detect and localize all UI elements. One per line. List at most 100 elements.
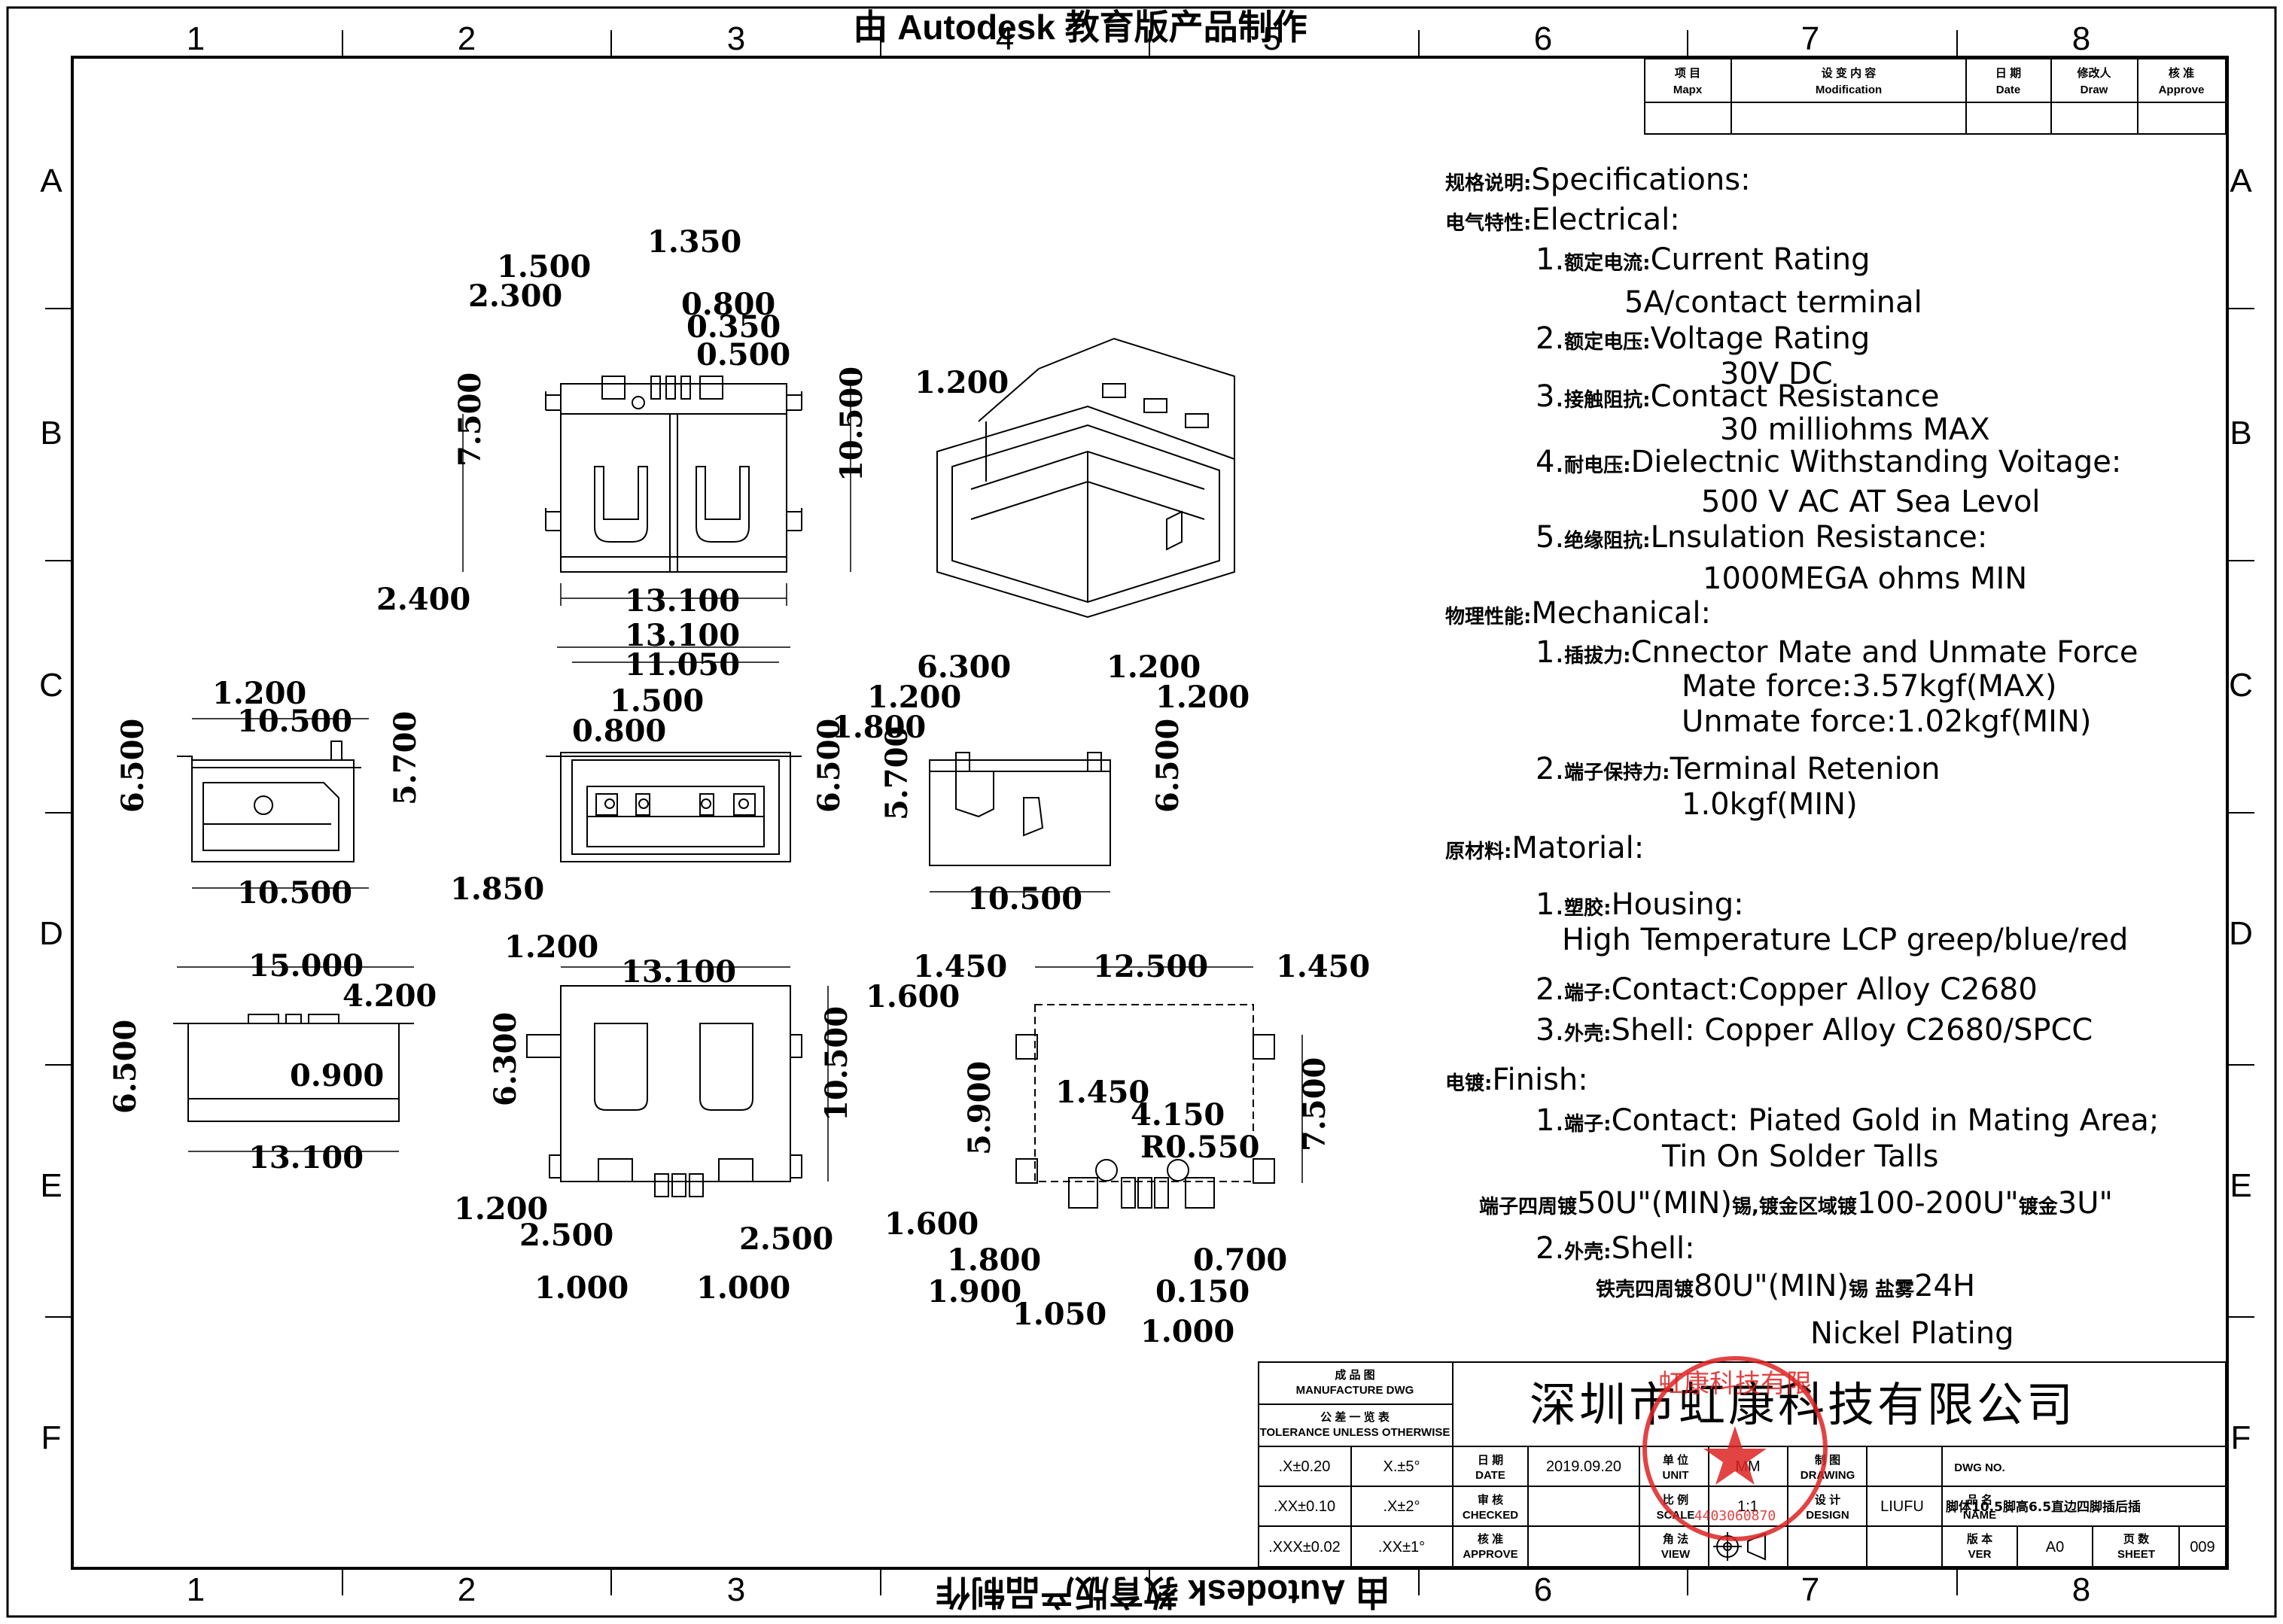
grid-labels: 1 2 3 4 5 6 7 8 1 2 3 6 7 8 A B C D E F … (39, 20, 2253, 1608)
grid-col-1-bottom: 1 (187, 1571, 205, 1608)
grid-col-2: 2 (458, 20, 476, 57)
svg-text:1.450: 1.450 (1055, 1075, 1149, 1110)
svg-text:电气特性:Electrical:: 电气特性:Electrical: (1445, 202, 1680, 237)
svg-text:品 名: 品 名 (1967, 1493, 1992, 1507)
grid-row-a: A (40, 163, 62, 199)
right-side-view (929, 752, 1111, 866)
svg-text:10.500: 10.500 (237, 875, 352, 911)
svg-text:13.100: 13.100 (248, 1140, 364, 1175)
grid-col-5: 5 (1263, 20, 1281, 57)
svg-text:TOLERANCE UNLESS OTHERWISE: TOLERANCE UNLESS OTHERWISE (1260, 1426, 1450, 1439)
svg-text:1.350: 1.350 (647, 224, 741, 260)
svg-text:1.200: 1.200 (504, 929, 598, 965)
grid-row-d: D (39, 915, 63, 952)
svg-text:物理性能:Mechanical:: 物理性能:Mechanical: (1445, 596, 1711, 631)
grid-col-6: 6 (1534, 20, 1552, 57)
svg-text:2.额定电压:Voltage Rating: 2.额定电压:Voltage Rating (1536, 321, 1870, 356)
svg-text:0.800: 0.800 (572, 713, 666, 749)
svg-text:NAME: NAME (1963, 1509, 1996, 1522)
pcb-footprint-view (1015, 1004, 1275, 1209)
svg-text:Tin On Solder Talls: Tin On Solder Talls (1661, 1139, 1938, 1174)
svg-text:VER: VER (1968, 1548, 1992, 1561)
svg-text:1.050: 1.050 (1012, 1297, 1106, 1332)
svg-text:6.300: 6.300 (488, 1012, 523, 1106)
grid-col-4: 4 (996, 20, 1014, 57)
grid-col-1: 1 (187, 20, 205, 57)
front-view (546, 752, 802, 862)
svg-text:1.450: 1.450 (1276, 949, 1370, 984)
svg-text:Unmate force:1.02kgf(MIN): Unmate force:1.02kgf(MIN) (1682, 704, 2091, 739)
rev-head-date-cn: 日 期 (1995, 66, 2021, 80)
svg-text:.XX±0.10: .XX±0.10 (1274, 1498, 1335, 1515)
svg-text:10.500: 10.500 (834, 366, 869, 482)
svg-text:版 本: 版 本 (1967, 1532, 1992, 1546)
grid-row-b: B (40, 415, 62, 452)
svg-text:5.900: 5.900 (962, 1061, 997, 1155)
grid-col-3: 3 (727, 20, 745, 57)
watermark-bottom: 由 Autodesk 教育版产品制作 (936, 1573, 1390, 1612)
svg-text:1000MEGA ohms MIN: 1000MEGA ohms MIN (1703, 561, 2027, 596)
grid-row-c-right: C (2229, 667, 2253, 704)
svg-text:1.000: 1.000 (696, 1270, 790, 1306)
grid-row-e-right: E (2230, 1167, 2251, 1204)
svg-text:6.500: 6.500 (108, 1020, 143, 1114)
rev-head-draw-en: Draw (2081, 84, 2108, 96)
svg-text:0.500: 0.500 (696, 337, 790, 373)
svg-text:13.100: 13.100 (625, 618, 740, 653)
svg-text:DATE: DATE (1475, 1469, 1505, 1482)
svg-text:成 品 图: 成 品 图 (1335, 1368, 1374, 1382)
svg-text:3.外壳:Shell: Copper Alloy C2680: 3.外壳:Shell: Copper Alloy C2680/SPCC (1536, 1013, 2093, 1048)
svg-text:LIUFU: LIUFU (1880, 1498, 1924, 1515)
svg-text:30V DC: 30V DC (1720, 357, 1833, 391)
rev-head-item-cn: 项 目 (1675, 67, 1700, 80)
rev-head-date-en: Date (1996, 84, 2021, 96)
svg-text:1.200: 1.200 (1155, 680, 1250, 715)
svg-text:6.500: 6.500 (811, 719, 847, 813)
company-seal-icon: 虹康科技有限 4403060870 (1642, 1356, 1828, 1541)
svg-text:Nickel Plating: Nickel Plating (1810, 1316, 2014, 1351)
svg-text:High Temperature LCP greep/blu: High Temperature LCP greep/blue/red (1562, 923, 2128, 957)
svg-text:0.800: 0.800 (681, 287, 775, 322)
svg-text:DWG NO.: DWG NO. (1954, 1461, 2005, 1474)
svg-text:7.500: 7.500 (1297, 1057, 1332, 1151)
svg-text:1.800: 1.800 (832, 710, 926, 745)
svg-text:1:1: 1:1 (1737, 1498, 1758, 1515)
drawing-frame (6, 6, 2277, 1618)
grid-row-e: E (40, 1167, 62, 1204)
svg-text:4403060870: 4403060870 (1694, 1508, 1776, 1524)
svg-text:5A/contact terminal: 5A/contact terminal (1624, 285, 1922, 320)
svg-text:A0: A0 (2046, 1539, 2064, 1556)
svg-text:10.500: 10.500 (237, 704, 352, 739)
technical-drawings (173, 337, 1303, 1209)
dimension-labels: 1.350 1.500 2.300 0.800 0.350 0.500 1.20… (108, 224, 1370, 1349)
grid-col-8: 8 (2072, 20, 2090, 57)
svg-text:13.100: 13.100 (621, 954, 736, 990)
rev-head-approve-en: Approve (2159, 84, 2205, 96)
svg-text:6.300: 6.300 (917, 649, 1011, 685)
svg-text:UNIT: UNIT (1663, 1469, 1689, 1482)
svg-text:5.700: 5.700 (879, 726, 915, 820)
svg-text:4.耐电压:Dielectnic Withstanding: 4.耐电压:Dielectnic Withstanding Voitage: (1536, 445, 2121, 479)
svg-text:1.450: 1.450 (913, 949, 1007, 984)
svg-text:5.700: 5.700 (388, 711, 423, 805)
svg-text:SHEET: SHEET (2117, 1548, 2155, 1561)
svg-text:核 准: 核 准 (1478, 1532, 1503, 1546)
grid-row-f: F (41, 1419, 62, 1456)
svg-text:APPROVE: APPROVE (1463, 1548, 1517, 1561)
svg-text:10.500: 10.500 (967, 881, 1082, 917)
svg-text:0.900: 0.900 (290, 1058, 384, 1093)
svg-text:X.±5°: X.±5° (1383, 1458, 1420, 1475)
svg-text:009: 009 (2190, 1539, 2215, 1556)
title-block: 深圳市虹康科技有限公司 成 品 图 MANUFACTURE DWG 公 差 一 … (1258, 1361, 2227, 1568)
svg-text:VIEW: VIEW (1661, 1548, 1691, 1561)
svg-text:1.额定电流:Current Rating: 1.额定电流:Current Rating (1536, 242, 1871, 277)
svg-text:13.100: 13.100 (625, 583, 740, 619)
svg-text:4.200: 4.200 (342, 978, 437, 1014)
svg-text:2.500: 2.500 (739, 1221, 833, 1257)
svg-text:.XXX±0.02: .XXX±0.02 (1268, 1539, 1340, 1556)
isometric-view (936, 337, 1235, 619)
svg-text:1.600: 1.600 (884, 1206, 979, 1242)
svg-text:公 差 一 览 表: 公 差 一 览 表 (1320, 1410, 1390, 1424)
svg-text:1.500: 1.500 (610, 683, 704, 719)
